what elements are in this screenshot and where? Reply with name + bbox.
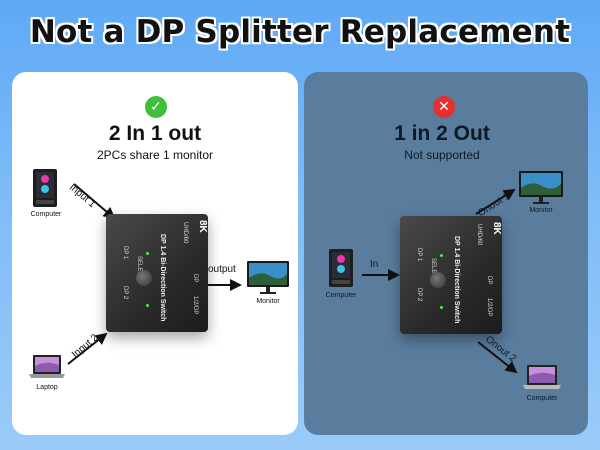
output1-arrow [475, 188, 516, 215]
computer-label: Computer [325, 292, 357, 299]
led-indicator [440, 306, 443, 309]
led-indicator [440, 254, 443, 257]
computer-tower-icon [326, 248, 356, 288]
laptop-label: Laptop [36, 384, 58, 391]
cross-icon: ✕ [433, 96, 455, 118]
supported-subtitle: 2PCs share 1 monitor [96, 148, 214, 162]
monitor-label: Monitor [256, 298, 280, 305]
computer-label: Computer [30, 211, 62, 218]
dp-switch-device: 8K UHD/60 DP 1.4 Bi-Direction Switch DP … [400, 216, 502, 334]
input2-arrow [67, 332, 108, 365]
monitor-icon [518, 170, 564, 206]
input-label: In [370, 259, 379, 270]
laptop-icon [522, 364, 562, 392]
dp-switch-device: 8K UHD/60 DP 1.4 Bi-Direction Switch DP … [106, 214, 208, 332]
output-label: output [208, 264, 236, 275]
computer-label: Computer [526, 395, 558, 402]
supported-title: 2 In 1 out [108, 122, 202, 145]
unsupported-title: 1 in 2 Out [394, 122, 490, 145]
input-arrow [362, 269, 400, 281]
output-arrow [208, 279, 242, 291]
select-knob [430, 272, 446, 288]
checkmark-icon: ✓ [145, 96, 167, 118]
monitor-icon [246, 260, 290, 296]
output2-arrow [477, 341, 518, 374]
computer-tower-icon [30, 168, 60, 208]
input1-arrow [73, 183, 116, 220]
laptop-icon [28, 354, 66, 380]
led-indicator [146, 304, 149, 307]
led-indicator [146, 252, 149, 255]
supported-panel: ✓ 2 In 1 out 2PCs share 1 monitor Comput… [12, 72, 298, 435]
select-knob [136, 270, 152, 286]
unsupported-subtitle: Not supported [404, 148, 480, 162]
headline: Not a DP Splitter Replacement [29, 14, 571, 50]
monitor-label: Monitor [529, 207, 553, 214]
unsupported-panel: ✕ 1 in 2 Out Not supported Monitor Onout… [304, 72, 588, 435]
